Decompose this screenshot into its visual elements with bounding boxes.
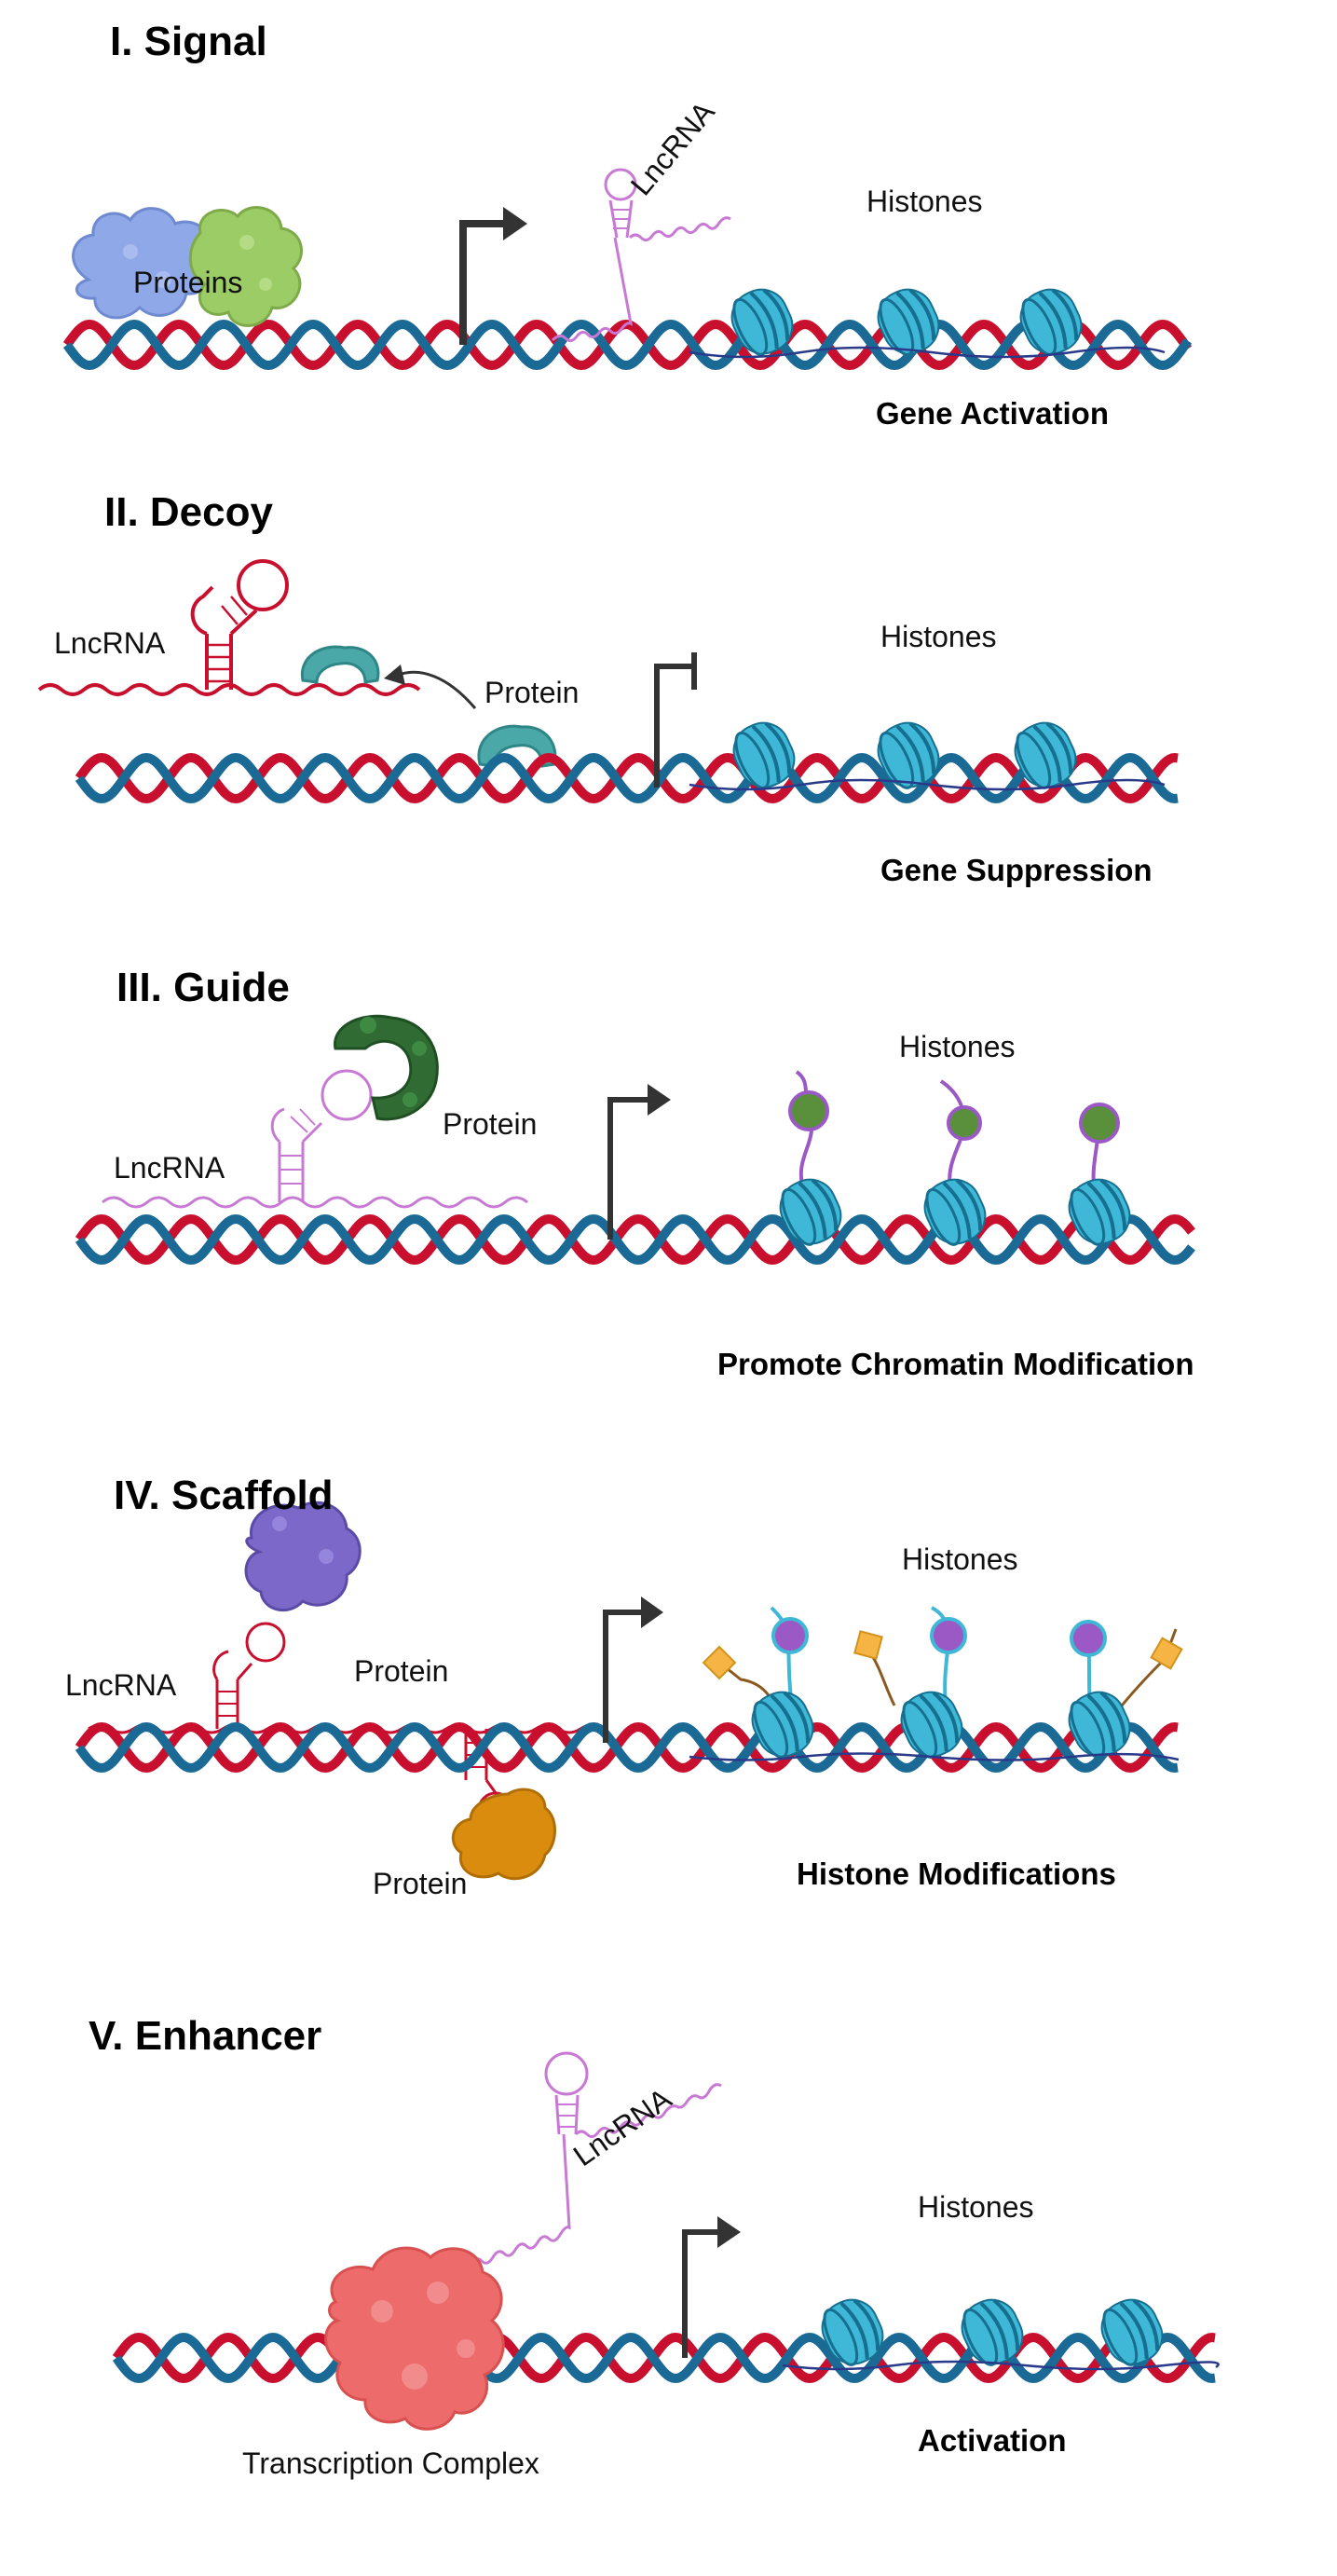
complex-label: Transcription Complex [242, 2446, 539, 2480]
histone-icon [961, 2298, 1024, 2366]
histone-icon [821, 2298, 884, 2366]
histone-icon [730, 288, 794, 356]
promoter-arrow-icon [603, 1596, 663, 1743]
dna-helix [62, 319, 1193, 371]
protein-label: Protein [484, 676, 580, 709]
histone-icon [1068, 1178, 1131, 1246]
histone-icon [1100, 2298, 1164, 2366]
signal-diagram [62, 168, 1193, 371]
panel-signal: I. Signal Proteins LncRNA Histones Gene … [0, 0, 1337, 466]
dna-strand [112, 2332, 1216, 2384]
dna-strand [75, 1213, 1195, 1266]
outcome-label: Gene Activation [876, 396, 1109, 431]
protein-icon [244, 1500, 362, 1611]
linker-dna [689, 1752, 1180, 1761]
dna-strand [112, 2332, 1216, 2384]
histone-icon [779, 1178, 842, 1246]
panel-title: IV. Scaffold [114, 1473, 334, 1518]
panel-title: V. Enhancer [89, 2013, 322, 2059]
transcription-complex-icon [324, 2246, 505, 2431]
panel-title: II. Decoy [104, 489, 273, 535]
protein-label: Protein [354, 1654, 449, 1688]
protein-icon [334, 1014, 439, 1121]
lncrna-label: LncRNA [65, 1668, 177, 1702]
outcome-label: Activation [918, 2423, 1067, 2458]
nucleosome-row [779, 1178, 1131, 1246]
linker-dna [782, 2360, 1220, 2371]
dna-strand [75, 752, 1179, 804]
histone-icon [877, 288, 940, 356]
decoy-diagram [37, 559, 1179, 804]
lncrna-hairpin-icon [102, 1069, 528, 1209]
bound-protein-icon [300, 645, 380, 684]
curved-arrow-icon [384, 665, 477, 709]
lncrna-label: LncRNA [54, 626, 166, 660]
promoter-arrow-icon [607, 1084, 671, 1240]
enhancer-diagram [112, 2051, 1220, 2431]
dna-helix [112, 2332, 1216, 2384]
histone-icon [751, 1691, 814, 1759]
outcome-label: Gene Suppression [880, 853, 1153, 887]
scaffold-diagram [75, 1500, 1183, 1881]
panel-enhancer: V. Enhancer LncRNA Histones Transcriptio… [0, 1957, 1337, 2576]
protein-label: Protein [443, 1107, 538, 1141]
histones-label: Histones [902, 1542, 1018, 1576]
histone-icon [1068, 1691, 1131, 1759]
lncrna-hairpin-icon [551, 168, 731, 343]
dna-strand [75, 1721, 1179, 1774]
histone-tail-marks [702, 1606, 1183, 1716]
nucleosome-row [730, 288, 1083, 356]
promoter-arrow-icon [459, 207, 527, 345]
repression-arrow-icon [654, 652, 697, 788]
linker-dna [689, 778, 1166, 791]
dna-helix [75, 1721, 1179, 1774]
dna-strand [75, 1213, 1195, 1266]
promoter-arrow-icon [682, 2216, 741, 2358]
histone-tail-marks [788, 1070, 1120, 1194]
histone-icon [923, 1178, 987, 1246]
outcome-label: Histone Modifications [797, 1857, 1116, 1891]
dna-strand [75, 1721, 1179, 1774]
histone-icon [1014, 721, 1077, 789]
dna-helix [75, 1213, 1195, 1266]
nucleosome-row [821, 2298, 1164, 2366]
histones-label: Histones [899, 1030, 1016, 1063]
protein-icon [451, 1788, 556, 1881]
histone-icon [732, 721, 796, 789]
linker-dna [689, 346, 1166, 359]
dna-helix [75, 752, 1179, 804]
histones-label: Histones [866, 185, 983, 218]
panel-title: III. Guide [116, 965, 290, 1010]
lncrna-label: LncRNA [114, 1151, 225, 1185]
outcome-label: Promote Chromatin Modification [717, 1347, 1194, 1381]
histones-label: Histones [880, 620, 997, 653]
dna-strand [62, 319, 1193, 371]
panel-title: I. Signal [110, 19, 267, 64]
histone-icon [877, 721, 940, 789]
nucleosome-row [751, 1691, 1131, 1759]
proteins-label: Proteins [133, 266, 243, 299]
dna-strand [75, 752, 1179, 804]
lncrna-hairpin-icon [37, 559, 421, 696]
panel-guide: III. Guide LncRNA Protein Histones Promo… [0, 932, 1337, 1435]
protein-cluster-icon [72, 206, 303, 327]
protein-label-2: Protein [373, 1867, 468, 1900]
histones-label: Histones [918, 2190, 1034, 2224]
histone-icon [1019, 288, 1083, 356]
panel-scaffold: IV. Scaffold LncRNA Protein Protein Hist… [0, 1435, 1337, 1957]
nucleosome-row [732, 721, 1077, 789]
histone-icon [900, 1691, 963, 1759]
lncrna-hairpin-icon [469, 2051, 722, 2266]
panel-decoy: II. Decoy LncRNA Protein Histones Gene S… [0, 466, 1337, 932]
guide-diagram [75, 1014, 1195, 1266]
